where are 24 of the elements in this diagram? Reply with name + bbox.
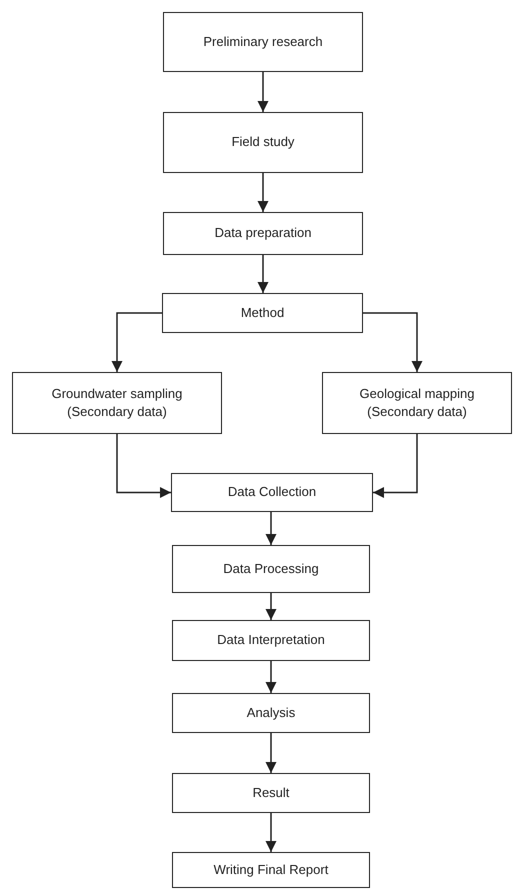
process-box: Method <box>162 293 363 333</box>
process-box: Data Collection <box>171 473 373 512</box>
process-box: Preliminary research <box>163 12 363 72</box>
arrow <box>363 312 422 372</box>
process-box: Groundwater sampling (Secondary data) <box>12 372 222 434</box>
arrow <box>266 813 276 852</box>
arrow <box>266 512 276 545</box>
arrow <box>258 72 268 112</box>
process-box: Writing Final Report <box>172 852 370 888</box>
process-box: Analysis <box>172 693 370 733</box>
process-box: Data Processing <box>172 545 370 593</box>
arrow <box>112 312 162 372</box>
process-box: Data preparation <box>163 212 363 255</box>
arrow <box>266 733 276 773</box>
arrow <box>266 661 276 693</box>
arrow <box>373 434 418 498</box>
process-box: Geological mapping (Secondary data) <box>322 372 512 434</box>
arrow <box>258 255 268 293</box>
process-box: Result <box>172 773 370 813</box>
arrow <box>116 434 171 498</box>
process-box: Data Interpretation <box>172 620 370 661</box>
process-box: Field study <box>163 112 363 173</box>
arrow <box>258 173 268 212</box>
arrow <box>266 593 276 620</box>
